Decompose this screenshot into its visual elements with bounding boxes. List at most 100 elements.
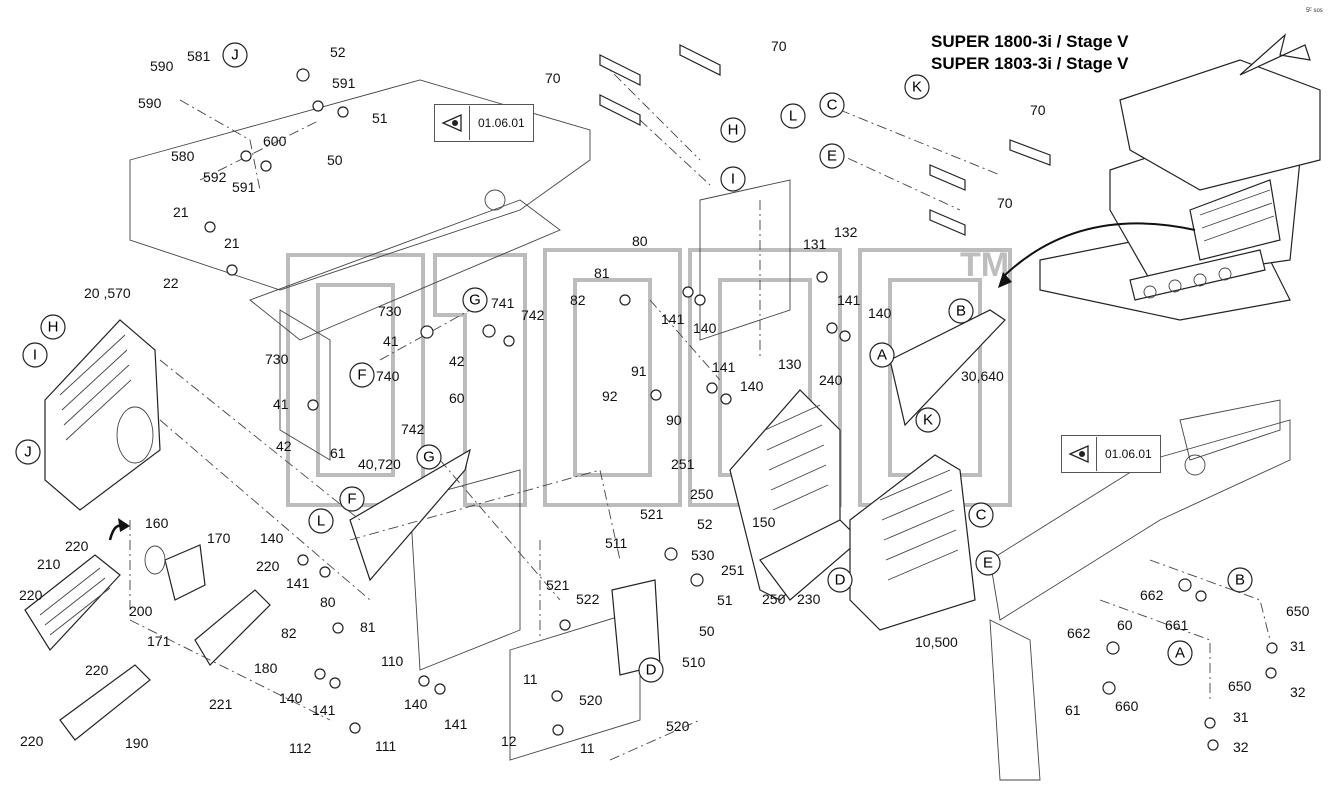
callout-G-top: G [462,287,488,313]
part-number-labels: 590 581 52 591 51 590 600 50 580 592 591… [19,38,1310,756]
corner-mark: 5ᴱ sos [1306,7,1323,14]
callout-D-bottom: D [638,657,664,683]
part-label: 160 [145,515,169,531]
svg-text:D: D [646,662,657,679]
part-label: 730 [378,303,402,319]
part-label: 10,500 [915,634,958,650]
part-label: 591 [332,75,356,91]
svg-text:K: K [912,79,922,96]
part-label: 140 [740,378,764,394]
part-label: 210 [37,556,61,572]
part-label: 52 [330,44,346,60]
part-label: 131 [803,236,827,252]
part-label: 51 [372,110,388,126]
part-label: 12 [501,733,517,749]
part-label: 70 [545,70,561,86]
part-label: 21 [224,235,240,251]
part-label: 60 [449,390,465,406]
svg-text:B: B [956,303,966,320]
part-label: 200 [129,603,153,619]
part-label: 111 [375,738,396,754]
part-label: 141 [444,716,468,732]
callout-K-right: K [915,407,941,433]
part-label: 50 [699,623,715,639]
callout-L-mid: L [308,508,334,534]
part-label: 661 [1165,617,1189,633]
middle-panels [349,309,1006,676]
part-label: 220 [19,587,43,603]
part-label: 742 [521,307,545,323]
part-label: 82 [281,625,297,641]
part-label: 141 [312,702,336,718]
part-label: 70 [997,195,1013,211]
part-label: 30,640 [961,368,1004,384]
paver-machine-illustration [1039,59,1321,321]
part-label: 112 [289,740,312,756]
reference-code: 01.06.01 [1105,447,1152,461]
part-label: 110 [381,653,404,669]
part-label: 250 [762,591,786,607]
part-label: 662 [1140,587,1164,603]
part-label: 32 [1233,739,1249,755]
part-label: 141 [286,575,310,591]
part-label: 20 ,570 [84,285,131,301]
part-label: 741 [491,295,515,311]
part-label: 31 [1290,638,1306,654]
part-label: 530 [691,547,715,563]
part-label: 42 [276,438,292,454]
svg-text:B: B [1235,572,1245,589]
part-label: 730 [265,351,289,367]
reference-box-bottom[interactable]: 01.06.01 [1061,435,1161,473]
eye-icon [1062,437,1097,471]
arrowhead [998,272,1012,288]
part-label: 11 [580,740,595,756]
part-label: 61 [330,445,346,461]
part-label: 650 [1228,678,1252,694]
part-label: 150 [752,514,776,530]
svg-text:F: F [347,491,356,508]
svg-text:E: E [983,555,993,572]
part-label: 31 [1233,709,1249,725]
part-label: 21 [173,204,189,220]
callout-I-mid: I [720,166,746,192]
reference-box-top[interactable]: 01.06.01 [434,104,534,142]
svg-text:J: J [24,444,32,461]
callout-J-top: J [222,42,248,68]
part-label: 41 [383,333,399,349]
part-label: 40,720 [358,456,401,472]
part-label: 80 [632,233,648,249]
svg-text:D: D [835,572,846,589]
part-label: 592 [203,169,227,185]
svg-text:I: I [33,347,37,364]
callout-K-top: K [904,74,930,100]
callout-D-right: D [827,567,853,593]
part-label: 220 [256,558,280,574]
callout-E-bottom: E [975,550,1001,576]
callout-F-top: F [349,362,375,388]
curved-arrow-machine [1004,222,1196,276]
part-label: 590 [150,58,174,74]
part-label: 520 [579,692,603,708]
part-label: 81 [594,265,610,281]
part-label: 251 [721,562,745,578]
part-label: 522 [576,591,600,607]
callout-C-bottom: C [968,502,994,528]
callout-L-top: L [780,103,806,129]
part-label: 221 [209,696,233,712]
title-line-2: SUPER 1803-3i / Stage V [931,54,1129,73]
svg-text:A: A [877,347,887,364]
callout-B-far: B [1227,567,1253,593]
part-label: 140 [279,690,303,706]
callout-F-mid: F [339,486,365,512]
part-label: 190 [125,735,149,751]
hardware-parts [204,44,1278,751]
part-label: 521 [640,506,664,522]
part-label: 11 [523,671,538,687]
part-label: 50 [327,152,343,168]
callout-B-right: B [948,298,974,324]
part-label: 132 [834,224,858,240]
part-label: 140 [260,530,284,546]
svg-text:L: L [789,108,797,125]
part-label: 70 [771,38,787,54]
